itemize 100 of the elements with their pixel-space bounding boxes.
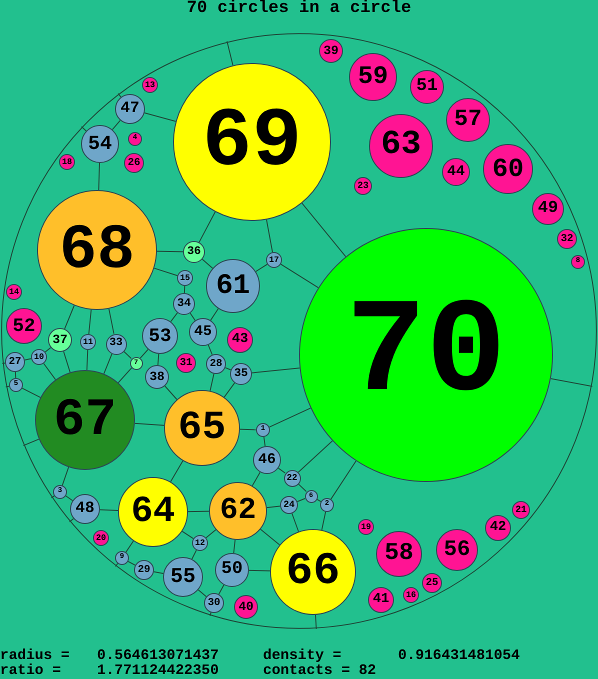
- contact-line: [224, 367, 232, 370]
- stat-text: density =: [263, 649, 342, 664]
- numbered-circle: 36: [183, 241, 205, 263]
- contact-line: [233, 539, 236, 554]
- numbered-circle: 29: [134, 560, 154, 580]
- numbered-circle: 54: [81, 125, 119, 163]
- numbered-circle: 34: [173, 293, 195, 315]
- numbered-circle: 49: [532, 193, 564, 225]
- contact-line: [240, 428, 256, 430]
- numbered-circle: 47: [115, 94, 145, 124]
- numbered-circle: 48: [70, 494, 100, 524]
- numbered-circle: 30: [204, 593, 224, 613]
- contact-line: [206, 529, 216, 538]
- contact-line: [266, 219, 273, 253]
- numbered-circle: 26: [124, 153, 144, 173]
- numbered-circle: 17: [266, 252, 282, 268]
- numbered-circle: 27: [5, 352, 25, 372]
- contact-line: [190, 312, 196, 321]
- contact-line: [298, 440, 333, 473]
- numbered-circle: 28: [206, 354, 226, 374]
- numbered-circle: 32: [557, 229, 577, 249]
- contact-line: [251, 368, 300, 374]
- contact-line: [255, 264, 268, 272]
- stat-text: radius =: [0, 649, 71, 664]
- numbered-circle: 62: [209, 482, 267, 540]
- contact-line: [224, 382, 236, 398]
- numbered-circle: 39: [319, 39, 343, 63]
- stat-text: contacts = 82: [263, 664, 378, 679]
- numbered-circle: 19: [358, 519, 374, 535]
- numbered-circle: 35: [230, 363, 252, 385]
- contact-line: [108, 308, 114, 334]
- contact-line: [100, 509, 118, 511]
- numbered-circle: 52: [6, 308, 42, 344]
- contact-line: [63, 351, 71, 373]
- numbered-circle: 41: [368, 587, 394, 613]
- numbered-circle: 60: [483, 144, 533, 194]
- contact-line: [69, 518, 74, 522]
- contact-line: [86, 350, 88, 370]
- numbered-circle: 63: [369, 114, 433, 178]
- numbered-circle: 51: [410, 70, 444, 104]
- contact-line: [170, 460, 184, 482]
- contact-line: [22, 438, 40, 446]
- numbered-circle: 61: [206, 259, 260, 313]
- contact-line: [144, 112, 176, 122]
- numbered-circle: 37: [48, 328, 72, 352]
- contact-line: [266, 506, 281, 508]
- contact-line: [184, 286, 186, 294]
- contact-line: [208, 344, 213, 356]
- contact-line: [321, 511, 326, 530]
- contact-line: [153, 571, 164, 574]
- stat-text: 1.771124422350: [97, 664, 220, 679]
- numbered-circle: 22: [284, 470, 300, 486]
- contact-line: [315, 614, 317, 630]
- contact-line: [550, 378, 593, 387]
- numbered-circle: 67: [35, 370, 135, 470]
- boundary-circle: [1, 33, 597, 629]
- contact-line: [188, 510, 210, 512]
- contact-line: [118, 367, 132, 384]
- numbered-circle: 53: [142, 318, 178, 354]
- contact-line: [128, 560, 136, 566]
- numbered-circle: 59: [349, 53, 397, 101]
- contact-line: [98, 162, 100, 190]
- numbered-circle: 20: [93, 530, 109, 546]
- contact-line: [280, 264, 319, 288]
- numbered-circle: 64: [118, 477, 188, 547]
- contact-line: [24, 358, 32, 360]
- numbered-circle: 69: [173, 63, 331, 221]
- numbered-circle: 12: [192, 535, 208, 551]
- numbered-circle: 70: [299, 228, 553, 482]
- numbered-circle: 21: [512, 501, 530, 519]
- numbered-circle: 58: [376, 531, 422, 577]
- contact-line: [210, 373, 214, 392]
- numbered-circle: 40: [234, 595, 258, 619]
- numbered-circle: 23: [354, 177, 372, 195]
- contact-line: [198, 211, 216, 243]
- contact-line: [140, 349, 148, 359]
- contact-line: [226, 40, 234, 66]
- numbered-circle: 10: [31, 349, 47, 365]
- contact-line: [112, 120, 121, 130]
- numbered-circle: 16: [403, 587, 419, 603]
- numbered-circle: 50: [215, 553, 249, 587]
- numbered-circle: 44: [442, 158, 470, 186]
- contact-line: [154, 268, 178, 276]
- numbered-circle: 13: [142, 77, 158, 93]
- contact-line: [218, 584, 224, 595]
- stat-text: ratio =: [0, 664, 62, 679]
- contact-line: [292, 513, 299, 532]
- contact-line: [123, 350, 132, 359]
- numbered-circle: 45: [189, 318, 217, 346]
- numbered-circle: 65: [164, 390, 240, 466]
- contact-line: [5, 386, 10, 388]
- numbered-circle: 25: [422, 573, 442, 593]
- contact-line: [298, 483, 307, 492]
- numbered-circle: 38: [145, 365, 169, 389]
- contact-line: [14, 372, 16, 378]
- numbered-circle: 55: [163, 557, 203, 597]
- numbered-circle: 42: [485, 515, 511, 541]
- numbered-circle: 68: [37, 190, 157, 310]
- numbered-circle: 31: [176, 353, 196, 373]
- stat-text: 0.564613071437: [97, 649, 220, 664]
